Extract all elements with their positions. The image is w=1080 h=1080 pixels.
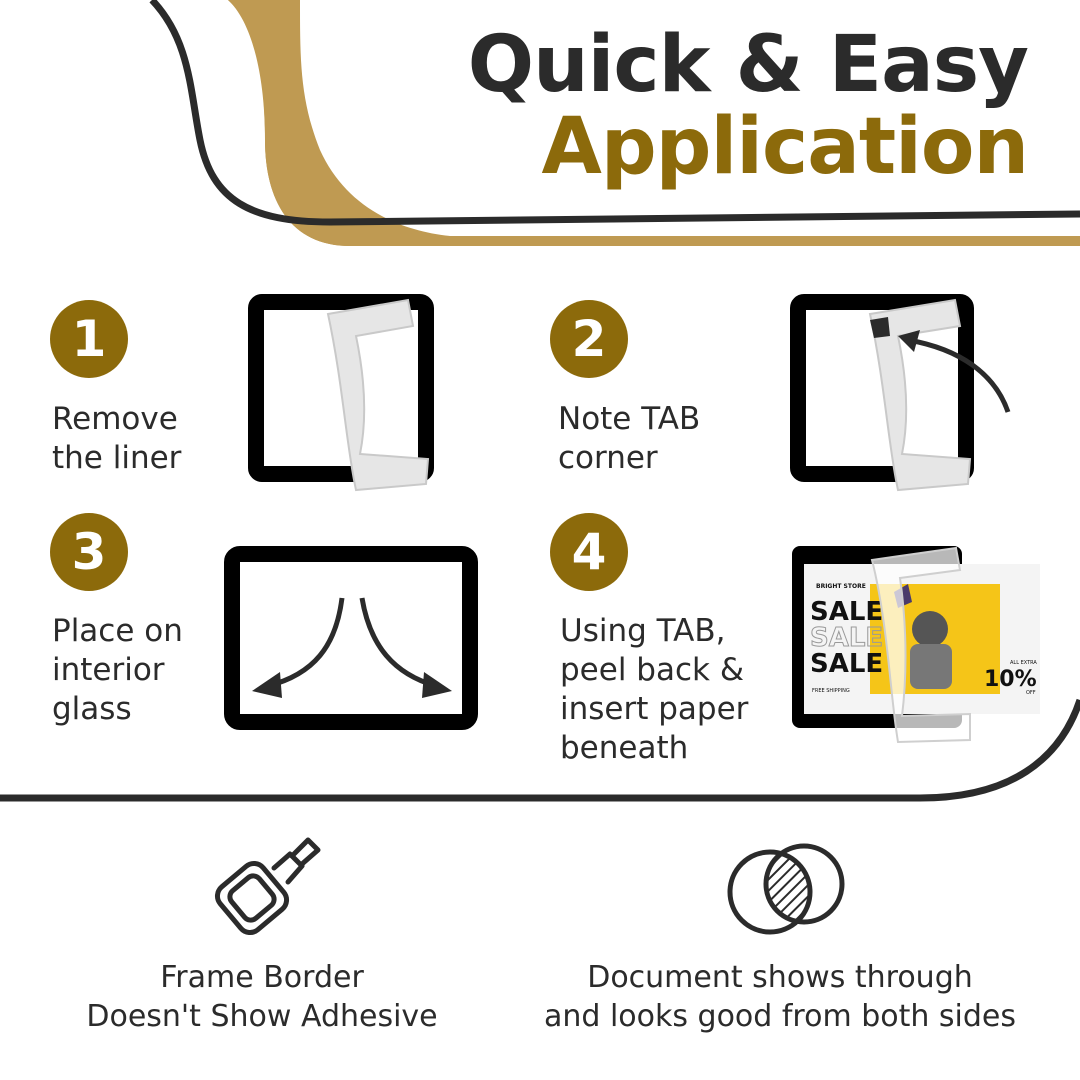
poster-brand: BRIGHT STORE	[816, 583, 866, 590]
step-1-line-2: the liner	[52, 440, 182, 476]
step-3-line-2: interior	[52, 652, 165, 688]
step-4-badge: 4	[550, 513, 628, 591]
step-4-line-1: Using TAB,	[560, 613, 726, 649]
feature-caption-2: Document shows through and looks good fr…	[520, 958, 1040, 1036]
step-2-line-1: Note TAB	[558, 401, 701, 437]
step-2-tab-illustration	[790, 294, 1011, 492]
poster-extra: ALL EXTRA	[1010, 660, 1037, 666]
poster-sale-3: SALE	[810, 649, 883, 679]
step-2-line-2: corner	[558, 440, 658, 476]
step-1-text: Remove the liner	[52, 400, 181, 478]
poster-sale-2: SALE	[810, 623, 883, 653]
step-3-badge: 3	[50, 513, 128, 591]
step-4-line-3: insert paper	[560, 691, 749, 727]
title-line-2: Application	[541, 102, 1029, 192]
overlapping-circles-icon	[727, 843, 845, 935]
dark-curve-top	[149, 0, 1080, 226]
step-4-line-4: beneath	[560, 730, 689, 766]
poster-percent: 10%	[984, 667, 1037, 692]
feature-1-line-1: Frame Border	[160, 960, 364, 995]
title-line-1: Quick & Easy	[467, 20, 1029, 110]
step-2-badge: 2	[550, 300, 628, 378]
gold-band	[228, 0, 450, 246]
step-1-line-1: Remove	[52, 401, 178, 437]
feature-2-line-2: and looks good from both sides	[543, 999, 1017, 1034]
feature-caption-1: Frame Border Doesn't Show Adhesive	[62, 958, 462, 1036]
step-3-glass-illustration	[224, 546, 478, 730]
poster-sale-1: SALE	[810, 597, 883, 627]
step-3-line-3: glass	[52, 691, 132, 727]
poster-off: OFF	[1026, 690, 1036, 696]
step-1-frame-illustration	[248, 294, 434, 492]
dark-curve-bottom	[0, 698, 1080, 802]
step-3-text: Place on interior glass	[52, 612, 183, 729]
feature-2-line-1: Document shows through	[587, 960, 973, 995]
step-3-line-1: Place on	[52, 613, 183, 649]
step-2-text: Note TAB corner	[558, 400, 700, 478]
step-4-poster-illustration: BRIGHT STORE SALE SALE SALE ALL EXTRA 10…	[792, 546, 1040, 744]
poster-footer: FREE SHIPPING	[812, 688, 850, 694]
step-4-text: Using TAB, peel back & insert paper bene…	[560, 612, 748, 768]
step-4-line-2: peel back &	[560, 652, 744, 688]
feature-1-line-2: Doesn't Show Adhesive	[86, 999, 438, 1034]
glue-bottle-icon	[214, 837, 321, 936]
step-1-badge: 1	[50, 300, 128, 378]
